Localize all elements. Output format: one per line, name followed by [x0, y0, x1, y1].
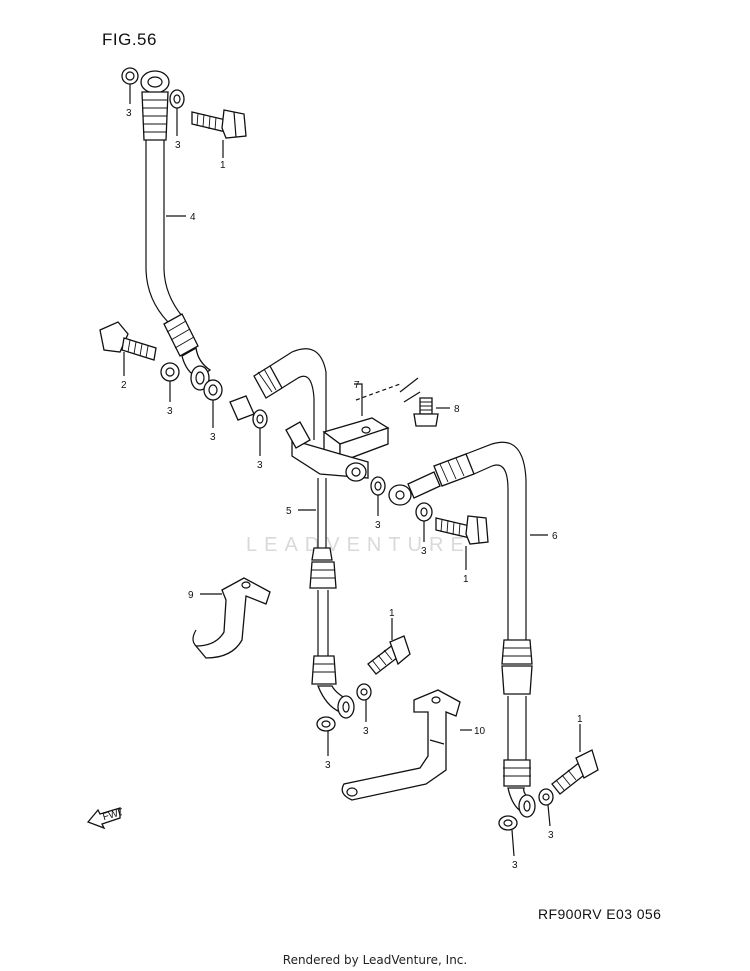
union-bolt [435, 515, 489, 545]
callout-label: 7 [354, 380, 360, 391]
washer [356, 683, 372, 701]
callout-label: 3 [257, 460, 263, 471]
washer [498, 815, 518, 831]
callout-label: 3 [421, 546, 427, 557]
union-bolt [367, 635, 411, 675]
forward-direction-arrow: FWD [86, 804, 126, 835]
callout-label: 3 [548, 830, 554, 841]
union-bolt [551, 749, 599, 795]
washer [252, 409, 268, 429]
watermark: LEADVENTURE [246, 534, 471, 556]
figure-code: RF900RV E03 056 [538, 906, 662, 922]
union-bolt [191, 109, 247, 139]
junction-bracket [285, 377, 421, 482]
callout-label: 3 [175, 140, 181, 151]
figure-title: FIG.56 [102, 30, 157, 49]
hose-clamp [192, 577, 271, 659]
upper-brake-hose [140, 70, 212, 391]
callout-label: 4 [190, 212, 196, 223]
callout-label: 5 [286, 506, 292, 517]
middle-brake-pipe [229, 348, 355, 719]
washer [121, 67, 139, 85]
footer-credit: Rendered by LeadVenture, Inc. [282, 953, 468, 967]
callout-label: 8 [454, 404, 460, 415]
washer [415, 502, 433, 522]
washer [316, 716, 336, 732]
washer [370, 476, 386, 496]
callout-label: 1 [220, 160, 226, 171]
callout-label: 3 [375, 520, 381, 531]
callout-label: 6 [552, 531, 558, 542]
leader-lines [123, 84, 581, 857]
fwd-arrow-icon: FWD [86, 806, 126, 830]
bracket-bolt [413, 397, 439, 427]
washer [169, 89, 185, 109]
washer [160, 362, 180, 382]
callout-label: 9 [188, 590, 194, 601]
callout-label: 3 [363, 726, 369, 737]
right-brake-hose [388, 441, 536, 818]
callout-labels: 3 3 1 4 2 3 3 7 8 3 5 3 3 6 1 9 1 3 10 3… [121, 108, 583, 871]
hose-bracket [341, 689, 461, 801]
callout-label: 3 [126, 108, 132, 119]
callout-label: 1 [463, 574, 469, 585]
callout-label: 3 [167, 406, 173, 417]
callout-label: 3 [325, 760, 331, 771]
washer [538, 788, 554, 806]
washer [203, 379, 223, 401]
callout-label: 1 [389, 608, 395, 619]
union-bolt [99, 321, 157, 361]
callout-label: 1 [577, 714, 583, 725]
callout-label: 2 [121, 380, 127, 391]
callout-label: 3 [210, 432, 216, 443]
callout-label: 3 [512, 860, 518, 871]
callout-label: 10 [474, 726, 486, 737]
fwd-label: FWD [102, 806, 122, 823]
